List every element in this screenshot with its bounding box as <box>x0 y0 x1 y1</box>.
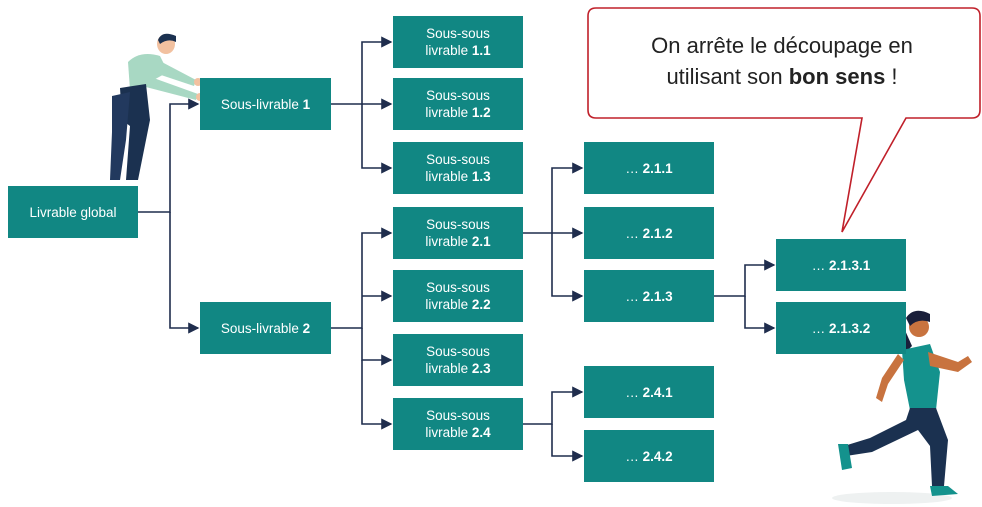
node-sous-sous-livrable-2-4: Sous-sous livrable 2.4 <box>393 398 523 450</box>
node-label-line1: Sous-sous <box>426 344 490 359</box>
node-label-line1: Sous-sous <box>426 217 490 232</box>
node-number: 1 <box>302 96 311 112</box>
bubble-text-pre: utilisant son <box>666 64 789 89</box>
node-sous-livrable-1: Sous-livrable 1 <box>200 78 331 130</box>
node-ellipsis: … <box>625 384 643 400</box>
connector-sub1-11 <box>331 36 393 105</box>
node-number: 1.2 <box>471 105 491 120</box>
node-sous-livrable-2: Sous-livrable 2 <box>200 302 331 354</box>
connector-21-211 <box>523 162 584 234</box>
node-sous-sous-livrable-1-1: Sous-sous livrable 1.1 <box>393 16 523 68</box>
node-label-line2: livrable <box>425 425 472 440</box>
node-number: 2.1.1 <box>642 160 673 176</box>
node-ellipsis: … <box>625 288 643 304</box>
node-sous-sous-livrable-1-2: Sous-sous livrable 1.2 <box>393 78 523 130</box>
node-label-line2: livrable <box>425 234 472 249</box>
node-label-line1: Sous-sous <box>426 152 490 167</box>
node-number: 1.3 <box>471 169 491 184</box>
connector-213-2132 <box>744 296 776 334</box>
node-number: 2.1.3.2 <box>828 320 871 336</box>
node-label: Sous-livrable <box>220 96 303 112</box>
connector-24-242 <box>551 424 584 462</box>
node-ellipsis: … <box>811 257 829 273</box>
node-sous-sous-livrable-1-3: Sous-sous livrable 1.3 <box>393 142 523 194</box>
node-label-line2: livrable <box>425 361 472 376</box>
node-sous-sous-livrable-2-2: Sous-sous livrable 2.2 <box>393 270 523 322</box>
node-ellipsis: … <box>625 225 643 241</box>
connector-sub2-23 <box>361 328 393 366</box>
node-2-1-3: … 2.1.3 <box>584 270 714 322</box>
node-2-1-3-1: … 2.1.3.1 <box>776 239 906 291</box>
man-pushing-illustration <box>104 33 204 187</box>
node-ellipsis: … <box>811 320 829 336</box>
node-label-line1: Sous-sous <box>426 88 490 103</box>
node-number: 2 <box>302 320 311 336</box>
bubble-text-post: ! <box>885 64 898 89</box>
connector-root-sub1 <box>138 98 200 213</box>
node-ellipsis: … <box>625 448 643 464</box>
node-2-1-2: … 2.1.2 <box>584 207 714 259</box>
node-sous-sous-livrable-2-1: Sous-sous livrable 2.1 <box>393 207 523 259</box>
node-sous-sous-livrable-2-3: Sous-sous livrable 2.3 <box>393 334 523 386</box>
node-2-4-1: … 2.4.1 <box>584 366 714 418</box>
node-label-line1: Sous-sous <box>426 280 490 295</box>
node-label: Sous-livrable <box>220 320 303 336</box>
node-2-4-2: … 2.4.2 <box>584 430 714 482</box>
speech-bubble <box>587 7 981 233</box>
node-number: 1.1 <box>471 43 491 58</box>
connector-24-241 <box>523 386 584 425</box>
node-number: 2.4.1 <box>642 384 673 400</box>
node-number: 2.4 <box>471 425 491 440</box>
connector-21-213 <box>551 233 584 302</box>
node-number: 2.1 <box>471 234 491 249</box>
bubble-text-bold: bon sens <box>788 64 886 89</box>
speech-bubble-text: On arrête le découpage en utilisant son … <box>592 30 972 92</box>
connector-sub1-13 <box>361 104 393 174</box>
node-ellipsis: … <box>625 160 643 176</box>
node-number: 2.2 <box>471 297 491 312</box>
node-number: 2.3 <box>471 361 491 376</box>
connector-root-sub2 <box>169 212 200 334</box>
node-number: 2.1.3.1 <box>828 257 871 273</box>
node-number: 2.4.2 <box>642 448 673 464</box>
node-label-line2: livrable <box>425 169 472 184</box>
connector-213-2131 <box>714 259 776 297</box>
node-2-1-1: … 2.1.1 <box>584 142 714 194</box>
node-2-1-3-2: … 2.1.3.2 <box>776 302 906 354</box>
bubble-line-2: utilisant son bon sens ! <box>592 61 972 92</box>
bubble-line-1: On arrête le découpage en <box>651 33 913 58</box>
node-number: 2.1.3 <box>642 288 673 304</box>
node-livrable-global: Livrable global <box>8 186 138 238</box>
node-number: 2.1.2 <box>642 225 673 241</box>
node-label: Livrable global <box>29 204 117 220</box>
node-label-line2: livrable <box>425 105 472 120</box>
node-label-line1: Sous-sous <box>426 408 490 423</box>
connector-sub2-21 <box>331 227 393 329</box>
connector-sub2-24 <box>361 360 393 430</box>
node-label-line2: livrable <box>425 297 472 312</box>
node-label-line1: Sous-sous <box>426 26 490 41</box>
node-label-line2: livrable <box>425 43 472 58</box>
